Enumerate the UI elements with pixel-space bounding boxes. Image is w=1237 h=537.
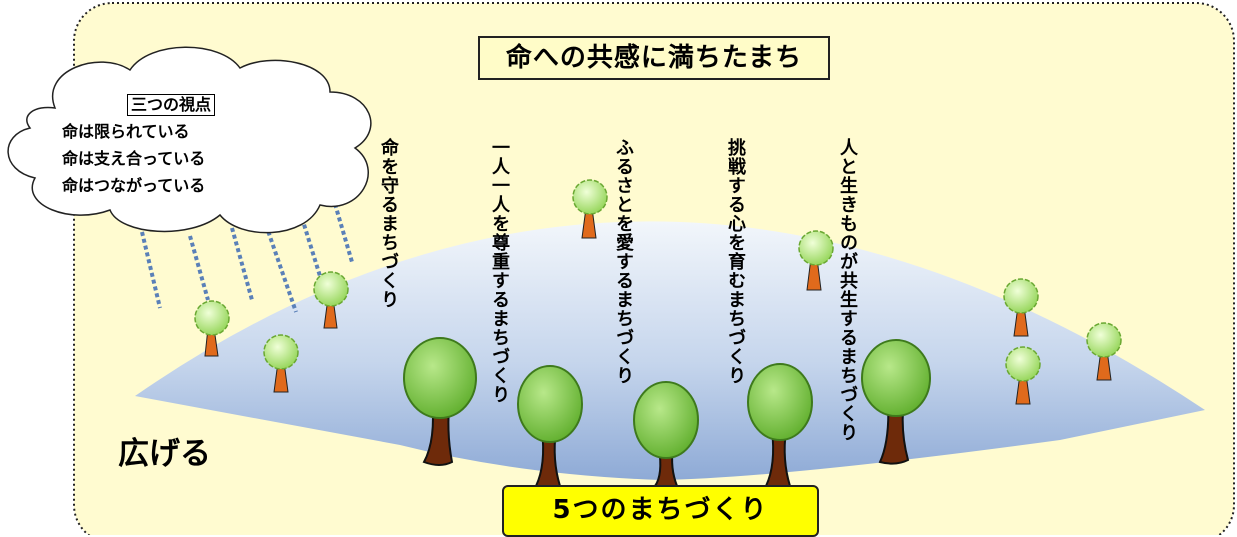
large-tree xyxy=(861,339,931,465)
small-tree xyxy=(194,300,230,357)
cloud-shape xyxy=(7,46,372,234)
cloud-line: 命は限られている xyxy=(62,122,190,141)
small-tree xyxy=(572,179,608,239)
main-title: 命への共感に満ちたまち xyxy=(478,36,830,80)
cloud-heading: 三つの視点 xyxy=(127,94,216,116)
five-initiatives-box: 5つのまちづくり xyxy=(502,485,819,537)
large-tree xyxy=(747,363,813,487)
theme-label: 一人一人を尊重するまちづくり xyxy=(489,138,510,404)
theme-label: 人と生きものが共生するまちづくり xyxy=(837,138,858,442)
theme-label: 命を守るまちづくり xyxy=(378,138,399,309)
dome-shape xyxy=(135,221,1205,481)
cloud-line: 命はつながっている xyxy=(62,176,206,195)
large-tree xyxy=(517,365,583,487)
small-tree xyxy=(798,230,834,291)
large-tree xyxy=(403,337,477,466)
spread-label: 広げる xyxy=(118,436,211,472)
large-tree xyxy=(633,381,699,487)
cloud-line: 命は支え合っている xyxy=(62,149,206,168)
small-tree xyxy=(1003,278,1039,337)
theme-label: ふるさとを愛するまちづくり xyxy=(613,138,634,385)
small-tree xyxy=(263,334,299,393)
theme-label: 挑戦する心を育むまちづくり xyxy=(725,138,746,385)
small-tree xyxy=(1005,346,1041,405)
small-tree xyxy=(1086,322,1122,381)
small-tree xyxy=(313,271,349,329)
